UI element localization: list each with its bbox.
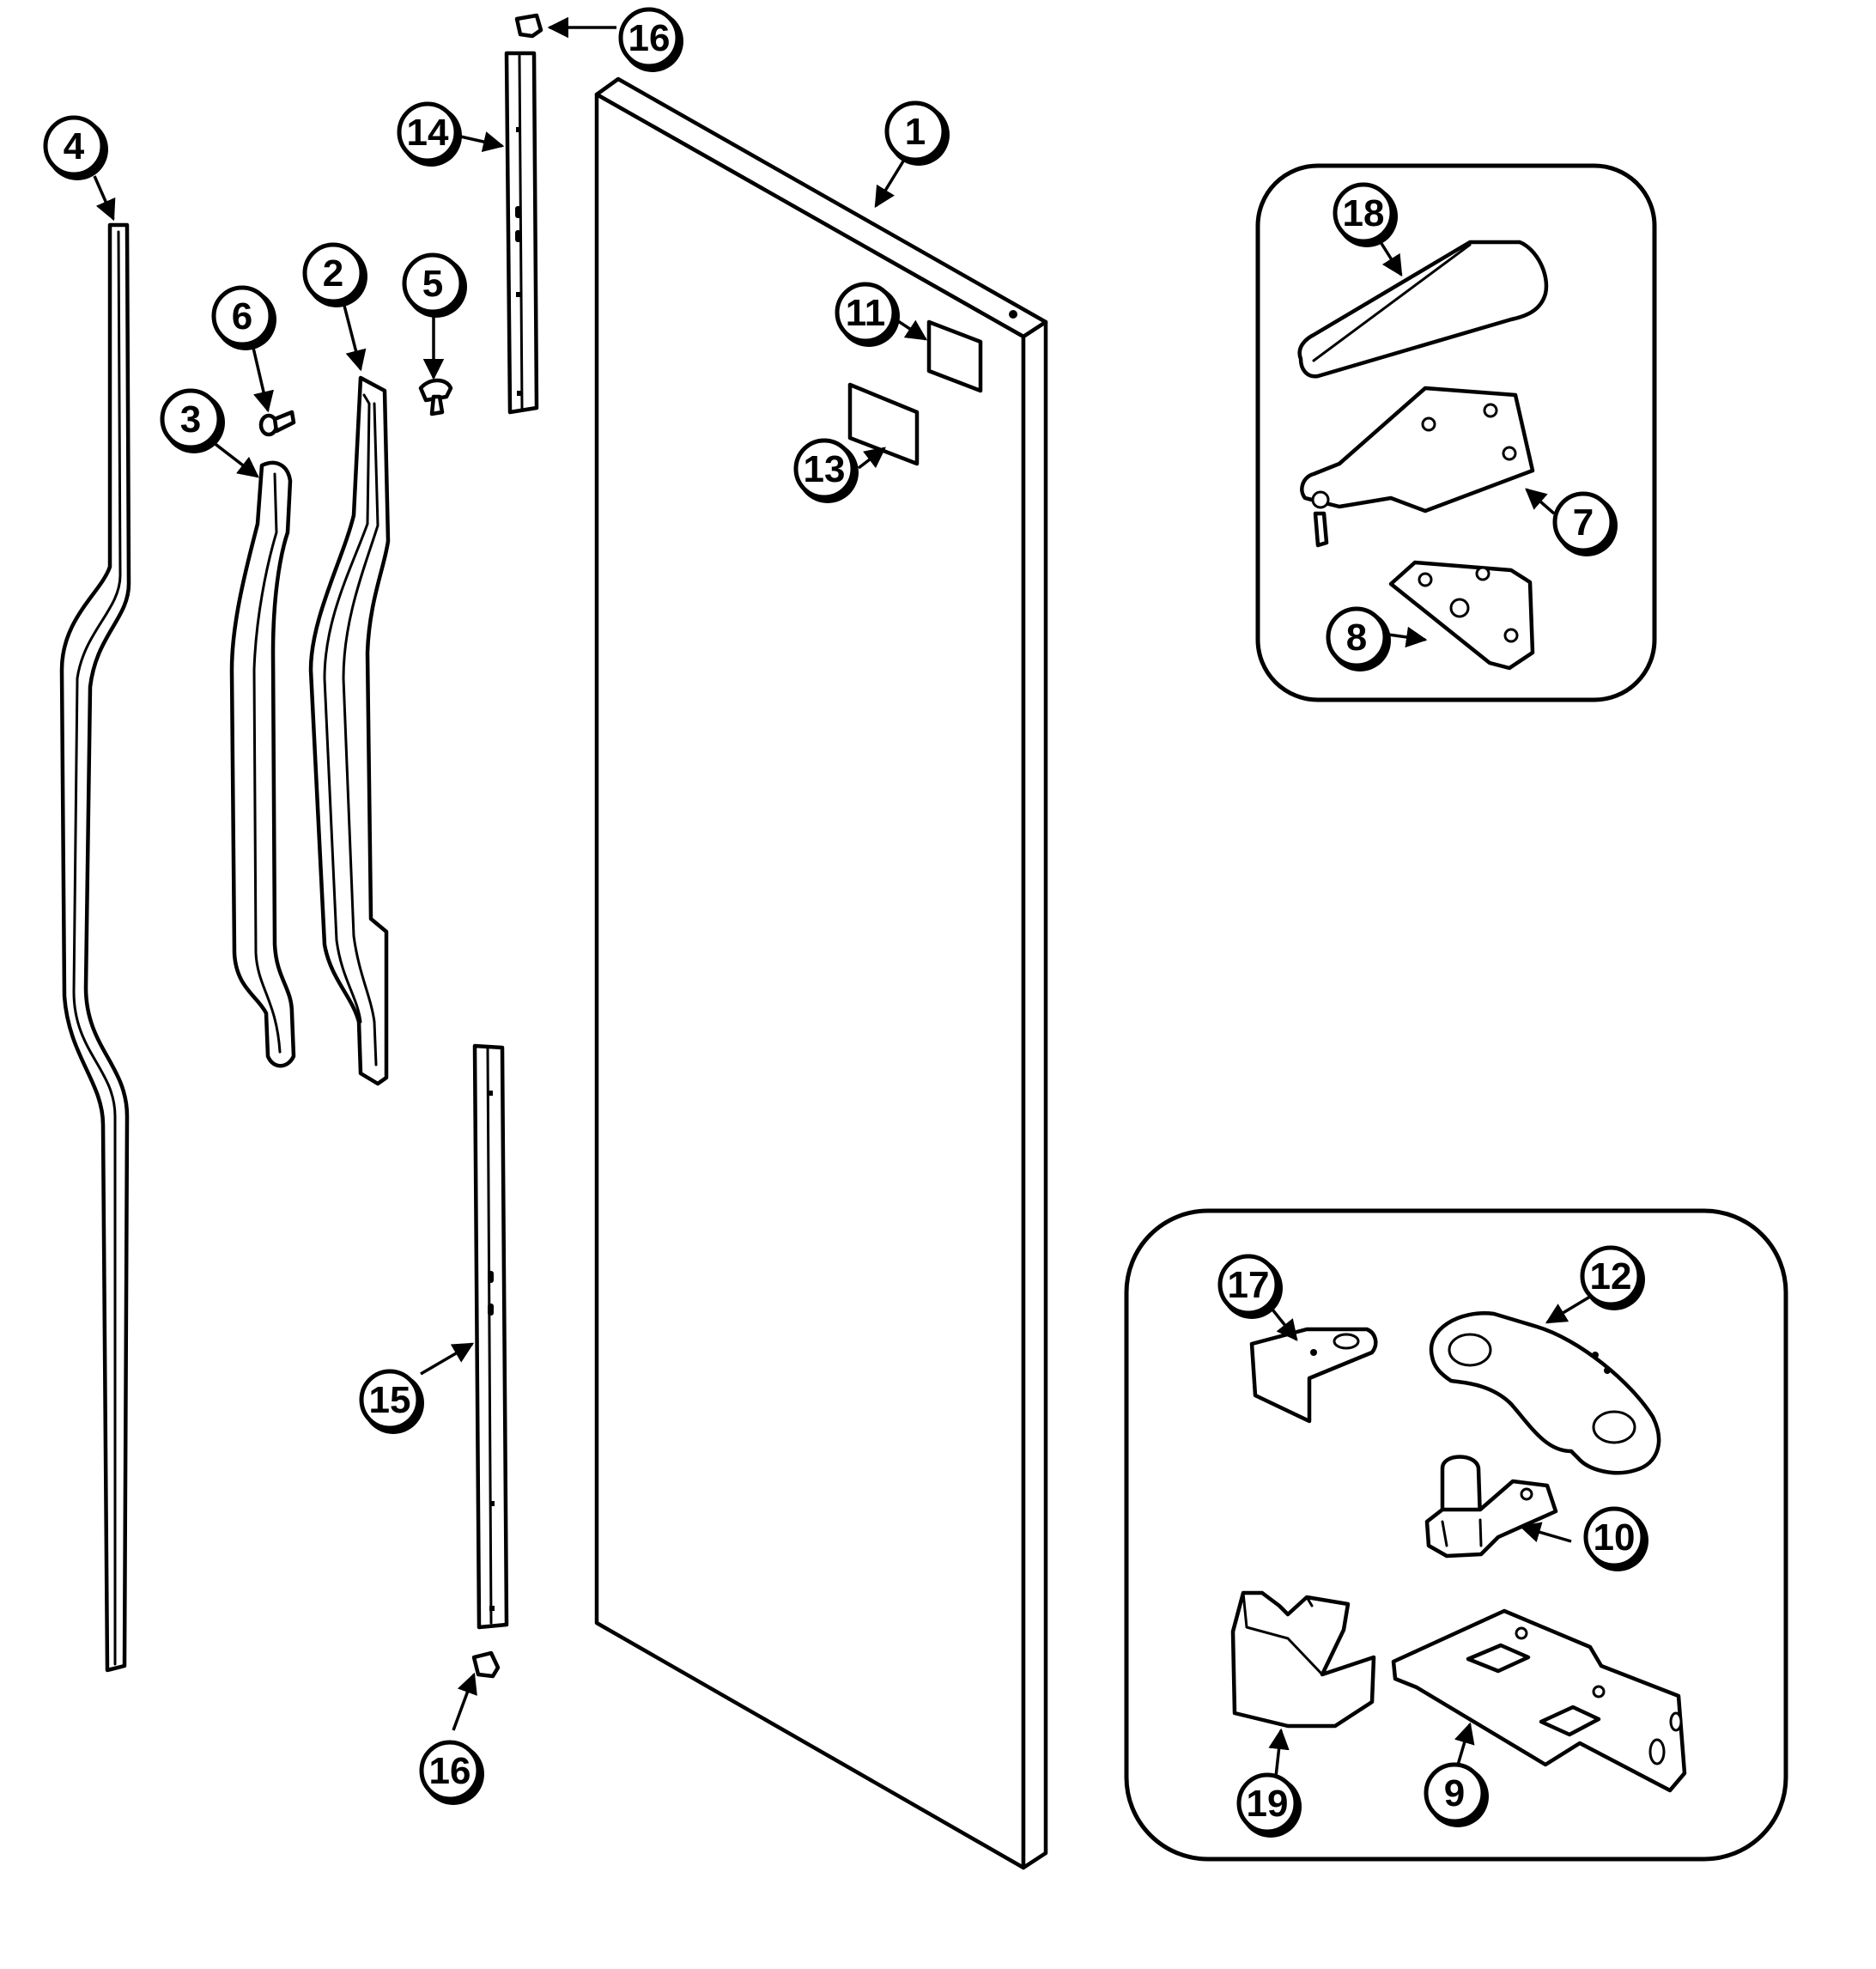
part-16-top-clip [514, 13, 543, 39]
leader-3 [211, 441, 259, 478]
part-10-hinge-pin [1424, 1455, 1558, 1559]
part-14-upper-strip [504, 51, 539, 415]
leader-4 [93, 175, 116, 222]
leader-16b [452, 1672, 477, 1731]
inset-top-right-frame [1255, 163, 1657, 702]
part-3-handle-insert [229, 460, 296, 1068]
part-18-hinge-cover [1297, 240, 1549, 379]
callout-11: 11 [835, 282, 900, 347]
callout-5-label: 5 [422, 263, 443, 305]
part-13-label [847, 382, 920, 466]
callout-3-label: 3 [180, 398, 201, 441]
callout-6: 6 [211, 285, 276, 350]
part-2-handle [308, 375, 391, 1086]
leader-1 [874, 152, 910, 209]
callout-13: 13 [793, 438, 859, 503]
callout-15-label: 15 [369, 1379, 411, 1421]
callout-1-label: 1 [905, 111, 926, 153]
callout-6-label: 6 [232, 295, 252, 337]
leader-2 [342, 301, 367, 372]
callout-4: 4 [43, 115, 108, 180]
callout-8-label: 8 [1346, 617, 1367, 659]
part-6-screw [258, 410, 296, 437]
callout-14-label: 14 [407, 112, 449, 154]
callout-10-label: 10 [1594, 1516, 1636, 1559]
callout-16b: 16 [419, 1740, 484, 1805]
callout-2: 2 [302, 242, 367, 307]
callout-9-label: 9 [1444, 1772, 1465, 1814]
callout-2-label: 2 [323, 252, 343, 295]
part-9-lower-hinge-bracket [1391, 1608, 1687, 1793]
leader-15 [420, 1342, 475, 1376]
inset-bottom-right-frame [1124, 1208, 1788, 1862]
callout-8: 8 [1326, 606, 1391, 672]
part-5-screw [418, 378, 453, 416]
callout-19-label: 19 [1247, 1783, 1289, 1825]
callout-5: 5 [402, 252, 467, 318]
callout-16b-label: 16 [429, 1750, 471, 1792]
leader-14 [456, 131, 505, 153]
part-8-hinge-shim [1388, 560, 1535, 671]
callout-7-label: 7 [1573, 501, 1594, 544]
callout-19: 19 [1236, 1772, 1302, 1838]
leader-6 [252, 347, 274, 413]
callout-7: 7 [1552, 491, 1618, 556]
part-4-handle-trim [59, 222, 131, 1673]
part-11-label [926, 319, 983, 393]
callout-3: 3 [160, 388, 225, 453]
callout-4-label: 4 [64, 125, 85, 167]
callout-12-label: 12 [1590, 1255, 1632, 1297]
part-16-bottom-clip [471, 1650, 501, 1679]
callout-16a-label: 16 [628, 17, 671, 59]
callout-14: 14 [397, 101, 462, 167]
callout-13-label: 13 [804, 448, 846, 490]
callout-15: 15 [359, 1369, 424, 1434]
callout-18: 18 [1333, 182, 1398, 247]
callout-9: 9 [1424, 1762, 1489, 1827]
callout-16a: 16 [618, 7, 683, 72]
callout-11-label: 11 [846, 292, 886, 334]
leader-17 [1267, 1304, 1298, 1341]
callout-18-label: 18 [1343, 192, 1385, 234]
part-17-bracket [1249, 1327, 1378, 1424]
leader-10 [1519, 1522, 1572, 1543]
callouts: 1 2 3 4 5 6 7 [43, 7, 1648, 1838]
part-19-lower-cover [1230, 1590, 1376, 1729]
callout-17: 17 [1217, 1254, 1283, 1319]
leader-7 [1525, 488, 1556, 515]
leader-13 [857, 447, 886, 470]
callout-10: 10 [1583, 1506, 1648, 1571]
part-1-door-panel [594, 76, 1048, 1870]
callout-1: 1 [884, 100, 950, 166]
part-7-top-hinge [1300, 386, 1535, 548]
callout-17-label: 17 [1228, 1264, 1270, 1306]
leader-18 [1379, 241, 1403, 277]
part-12-bushing-plate [1429, 1311, 1661, 1475]
callout-12: 12 [1580, 1245, 1645, 1310]
part-15-lower-strip [472, 1043, 509, 1630]
leader-12 [1545, 1295, 1591, 1324]
